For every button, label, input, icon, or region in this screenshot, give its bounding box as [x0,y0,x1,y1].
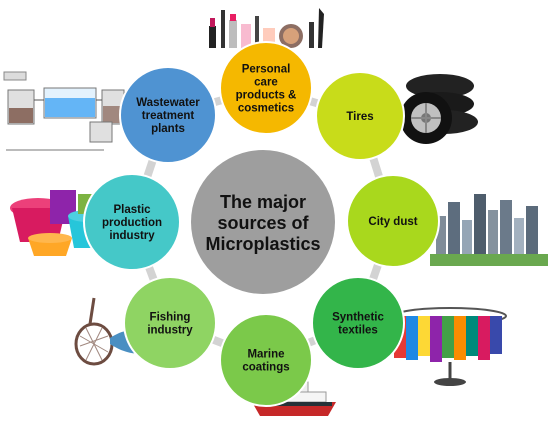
center-title: Microplastics [205,234,320,254]
node-label-personal-care: products & [236,90,297,102]
node-label-synthetic-textiles: Synthetic [332,312,384,324]
node-label-plastic-production: industry [109,230,155,242]
tires-icon [400,74,478,144]
node-label-tires: Tires [346,111,373,123]
node-circle-wastewater [119,66,217,164]
node-label-marine-coatings: Marine [247,349,284,361]
node-city-dust: City dust [346,174,440,268]
node-label-fishing-industry: Fishing [150,312,191,324]
center-circle [191,150,335,294]
center-title: sources of [217,213,309,233]
node-circle-plastic-production [83,173,181,271]
node-label-plastic-production: production [102,217,162,229]
center-title: The major [220,192,306,212]
node-circle-tires [315,71,405,161]
node-label-synthetic-textiles: textiles [338,325,378,337]
node-circle-synthetic-textiles [311,276,405,370]
node-label-personal-care: care [254,77,278,89]
node-label-personal-care: Personal [242,64,291,76]
node-circle-fishing-industry [123,276,217,370]
clothes-rack-icon [393,307,507,386]
node-label-city-dust: City dust [368,216,417,228]
node-circle-marine-coatings [219,313,313,407]
node-label-personal-care: cosmetics [238,103,294,115]
node-label-wastewater: Wastewater [136,97,200,109]
node-tires: Tires [315,71,405,161]
node-circle-personal-care [219,41,313,135]
node-label-plastic-production: Plastic [113,204,151,216]
node-label-marine-coatings: coatings [242,362,289,374]
treatment-plant-icon [3,71,125,151]
node-label-wastewater: plants [151,123,185,135]
node-label-wastewater: treatment [142,110,195,122]
node-label-fishing-industry: industry [147,325,193,337]
node-circle-city-dust [346,174,440,268]
city-skyline-icon [430,194,548,266]
